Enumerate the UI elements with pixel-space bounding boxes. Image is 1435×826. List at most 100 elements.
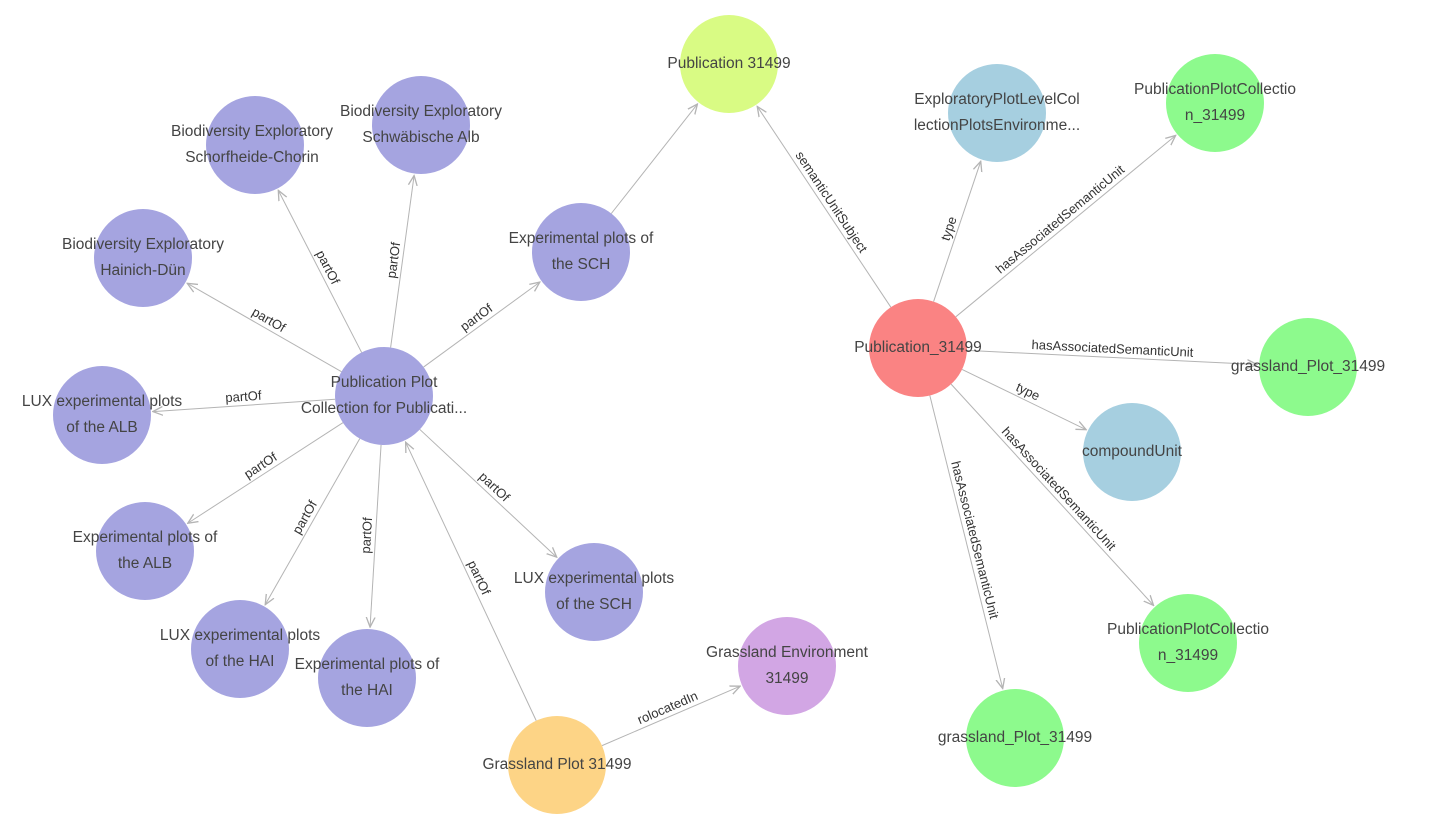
edge-label: partOf [384,241,404,279]
node-gplot[interactable]: Grassland Plot 31499 [482,716,632,814]
edge-ppc-exp_hai[interactable]: partOf [358,444,382,627]
node-circle[interactable] [532,203,630,301]
node-label: the HAI [341,682,393,699]
edge-line [187,283,342,373]
edge-ppc-bio_alb[interactable]: partOf [384,176,415,348]
node-label: the ALB [118,555,172,572]
edge-ppc-exp_sch[interactable]: partOf [423,282,540,368]
edge-pub_main-gp_right[interactable]: hasAssociatedSemanticUnit [966,337,1257,365]
node-label: compoundUnit [1082,443,1183,460]
node-pub_main[interactable]: Publication_31499 [854,299,982,397]
node-circle[interactable] [1139,594,1237,692]
node-compound[interactable]: compoundUnit [1082,403,1183,501]
node-label: Grassland Plot 31499 [482,756,631,773]
node-label: LUX experimental plots [22,393,182,410]
node-circle[interactable] [94,209,192,307]
node-label: of the ALB [66,419,138,436]
edge-label: type [938,215,960,243]
edge-gplot-genv[interactable]: rolocatedIn [601,686,740,747]
edge-line [370,444,382,627]
node-label: of the HAI [206,653,275,670]
edge-line [757,106,892,308]
node-circle[interactable] [96,502,194,600]
edge-pub_main-compound[interactable]: type [961,368,1086,429]
node-label: LUX experimental plots [160,627,320,644]
node-label: Publication Plot [331,374,439,391]
edge-ppc-bio_hai[interactable]: partOf [187,283,342,373]
node-label: LUX experimental plots [514,570,674,587]
edge-pub_main-pub_top[interactable]: semanticUnitSubject [757,106,892,308]
node-label: Experimental plots of [509,230,654,247]
edge-pub_main-explevel[interactable]: type [933,161,981,302]
node-explevel[interactable]: ExploratoryPlotLevelCollectionPlotsEnvir… [914,64,1080,162]
node-ppc_top[interactable]: PublicationPlotCollectio n_31499 [1134,54,1296,152]
node-circle[interactable] [680,15,778,113]
node-bio_sch[interactable]: Biodiversity ExploratorySchorfheide-Chor… [171,96,333,194]
node-circle[interactable] [335,347,433,445]
edge-line [390,176,414,348]
node-gp_bot[interactable]: grassland_Plot_31499 [938,689,1092,787]
node-lux_hai[interactable]: LUX experimental plots of the HAI [160,600,320,698]
node-circle[interactable] [191,600,289,698]
node-gp_right[interactable]: grassland_Plot_31499 [1231,318,1385,416]
node-circle[interactable] [869,299,967,397]
edge-line [966,349,1257,364]
edge-exp_sch-pub_top[interactable] [610,104,697,214]
edge-line [188,422,344,524]
node-label: Experimental plots of [295,656,440,673]
node-label: n_31499 [1185,107,1245,124]
node-label: PublicationPlotCollectio [1134,81,1296,98]
node-label: PublicationPlotCollectio [1107,621,1269,638]
node-circle[interactable] [738,617,836,715]
edge-line [610,104,697,214]
node-circle[interactable] [53,366,151,464]
edge-ppc-lux_sch[interactable]: partOf [419,429,557,557]
edge-line [950,383,1153,605]
edge-label: semanticUnitSubject [793,148,871,255]
node-circle[interactable] [948,64,1046,162]
edge-line [406,442,537,721]
edge-line [419,429,557,557]
node-exp_hai[interactable]: Experimental plots of the HAI [295,629,440,727]
node-circle[interactable] [206,96,304,194]
node-circle[interactable] [318,629,416,727]
edge-line [961,368,1086,429]
node-label: of the SCH [556,596,632,613]
edge-label: partOf [358,517,375,554]
node-lux_alb[interactable]: LUX experimental plots of the ALB [22,366,182,464]
edge-ppc-lux_alb[interactable]: partOf [153,388,336,412]
edge-pub_main-gp_bot[interactable]: hasAssociatedSemanticUnit [929,395,1003,689]
node-circle[interactable] [545,543,643,641]
node-label: Biodiversity Exploratory [171,123,333,140]
node-circle[interactable] [508,716,606,814]
edge-line [601,686,740,747]
node-label: Experimental plots of [73,529,218,546]
node-circle[interactable] [1259,318,1357,416]
node-circle[interactable] [372,76,470,174]
node-pub_top[interactable]: Publication 31499 [667,15,791,113]
edge-label: hasAssociatedSemanticUnit [993,162,1128,277]
edge-line [423,282,540,368]
edge-label: hasAssociatedSemanticUnit [948,459,1002,620]
node-exp_alb[interactable]: Experimental plots of the ALB [73,502,218,600]
node-label: lectionPlotsEnvironme... [914,117,1080,134]
edge-pub_main-ppc_top[interactable]: hasAssociatedSemanticUnit [955,135,1176,318]
node-circle[interactable] [1083,403,1181,501]
node-label: Publication_31499 [854,339,982,356]
edge-line [929,395,1003,689]
edge-ppc-bio_sch[interactable]: partOf [278,190,363,353]
node-circle[interactable] [1166,54,1264,152]
node-lux_sch[interactable]: LUX experimental plots of the SCH [514,543,674,641]
node-label: grassland_Plot_31499 [1231,358,1385,375]
node-circle[interactable] [966,689,1064,787]
node-label: Collection for Publicati... [301,400,467,417]
